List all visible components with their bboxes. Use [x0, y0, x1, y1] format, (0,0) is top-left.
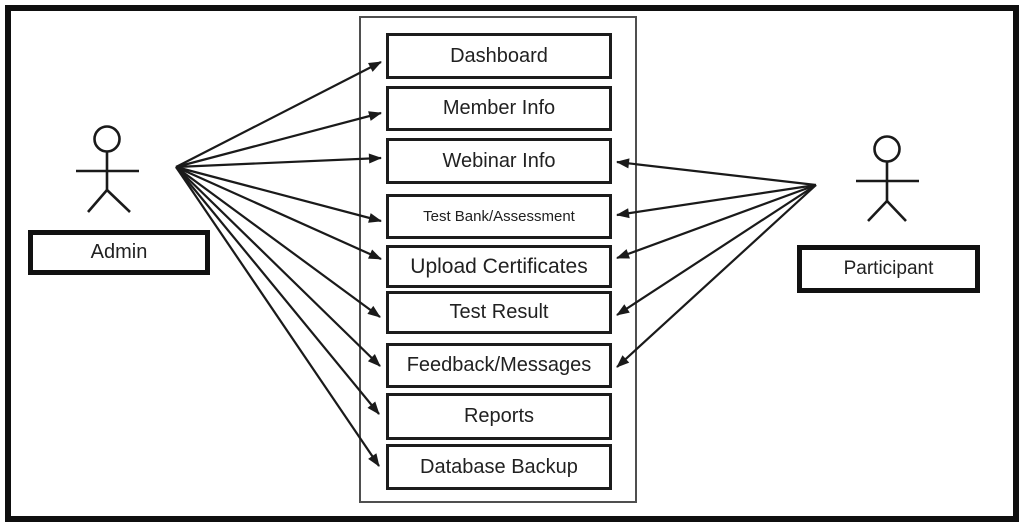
- usecase-label: Reports: [463, 405, 535, 427]
- usecase-label: Test Bank/Assessment: [423, 208, 575, 225]
- usecase-dashboard: Dashboard: [386, 33, 612, 79]
- usecase-feedback-messages: Feedback/Messages: [386, 343, 612, 388]
- usecase-reports: Reports: [386, 393, 612, 440]
- usecase-label: Feedback/Messages: [406, 354, 592, 376]
- usecase-label: Webinar Info: [442, 149, 556, 172]
- usecase-webinar-info: Webinar Info: [386, 138, 612, 184]
- usecase-test-bank-assessment: Test Bank/Assessment: [386, 194, 612, 239]
- usecase-test-result: Test Result: [386, 291, 612, 334]
- usecase-database-backup: Database Backup: [386, 444, 612, 490]
- actor-label-participant: Participant: [797, 245, 980, 293]
- usecase-label: Upload Certificates: [410, 254, 588, 278]
- actor-name: Participant: [843, 258, 934, 279]
- usecase-label: Database Backup: [420, 455, 578, 478]
- usecase-label: Member Info: [442, 97, 556, 119]
- usecase-upload-certificates: Upload Certificates: [386, 245, 612, 288]
- usecase-label: Test Result: [449, 301, 549, 323]
- usecase-member-info: Member Info: [386, 86, 612, 131]
- actor-label-admin: Admin: [28, 230, 210, 275]
- actor-name: Admin: [90, 241, 148, 263]
- usecase-label: Dashboard: [450, 44, 548, 67]
